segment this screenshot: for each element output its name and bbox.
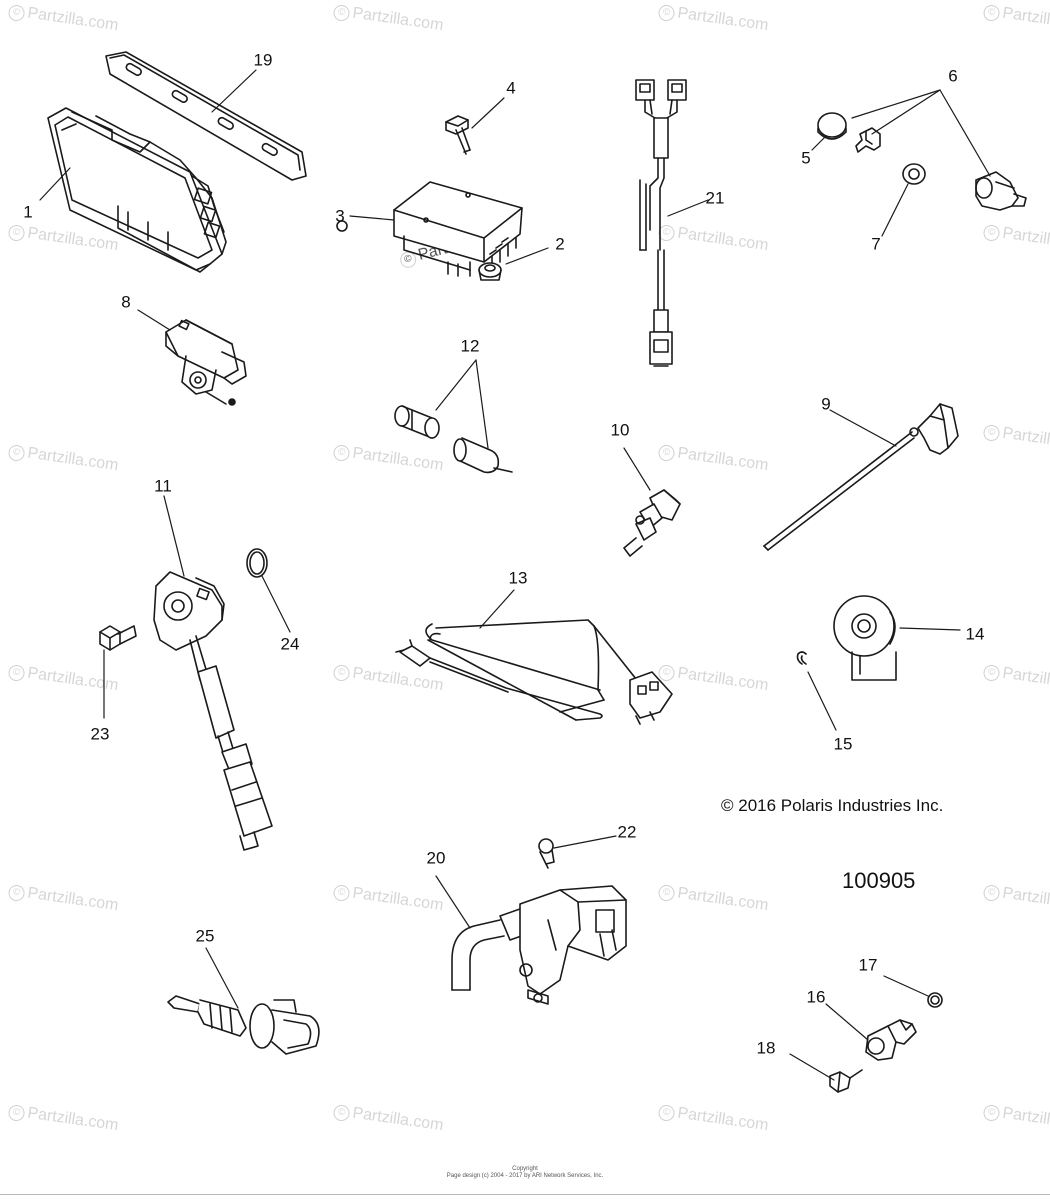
- callout-14: 14: [965, 624, 985, 644]
- probe-sensor-icon: [763, 403, 959, 551]
- leader-lines: [39, 69, 991, 1081]
- bottom-divider: [0, 1194, 1050, 1195]
- callout-7: 7: [871, 234, 881, 254]
- callout-20: 20: [426, 848, 446, 868]
- callout-13: 13: [508, 568, 528, 588]
- map-sensor-icon: [165, 319, 247, 406]
- screw-icon: [445, 115, 471, 155]
- callout-23: 23: [90, 724, 110, 744]
- copyright-notice: © 2016 Polaris Industries Inc.: [721, 796, 944, 815]
- footer-copyright: Copyright: [512, 1166, 538, 1172]
- callout-22: 22: [617, 822, 637, 842]
- ecu-module-icon: [47, 107, 227, 273]
- fuse-holder-icon: [394, 405, 513, 474]
- callout-12: 12: [460, 336, 480, 356]
- callout-25: 25: [195, 926, 215, 946]
- callout-9: 9: [821, 394, 831, 414]
- callout-19: 19: [253, 50, 273, 70]
- key-and-sensor-icon: [817, 112, 1027, 211]
- footer-page-design: Page design (c) 2004 - 2017 by ARI Netwo…: [446, 1173, 604, 1179]
- callout-10: 10: [610, 420, 630, 440]
- washer-icon: [902, 163, 926, 185]
- callout-3: 3: [335, 206, 345, 226]
- callout-2: 2: [555, 234, 565, 254]
- bolt-icon: [99, 625, 137, 651]
- o-ring-icon: [246, 548, 268, 578]
- temperature-sensor-icon: [623, 489, 681, 557]
- connector-sensor-icon: [167, 995, 320, 1055]
- callout-16: 16: [806, 987, 826, 1007]
- diagram-number: 100905: [842, 868, 916, 893]
- harness-adapter-icon: [635, 79, 687, 367]
- relay-box-icon: [336, 181, 523, 277]
- callout-6: 6: [948, 66, 958, 86]
- callout-17: 17: [858, 955, 878, 975]
- callout-1: 1: [23, 202, 33, 222]
- elbow-fitting-icon: [865, 1019, 917, 1061]
- callout-15: 15: [833, 734, 853, 754]
- callout-8: 8: [121, 292, 131, 312]
- callout-11: 11: [154, 476, 172, 496]
- knock-sensor-icon: [833, 595, 897, 681]
- throttle-position-sensor-icon: [153, 571, 273, 851]
- idle-air-valve-icon: [451, 885, 627, 1005]
- o-ring-icon: [927, 992, 943, 1008]
- callout-24: 24: [280, 634, 300, 654]
- wire-harness-icon: [395, 619, 673, 725]
- callout-5: 5: [801, 148, 811, 168]
- callout-4: 4: [506, 78, 516, 98]
- callout-18: 18: [756, 1038, 776, 1058]
- mounting-strap-icon: [105, 51, 307, 181]
- callout-21: 21: [705, 188, 725, 208]
- screw-icon: [538, 838, 555, 869]
- clip-icon: [796, 651, 807, 665]
- bolt-icon: [829, 1069, 863, 1093]
- grommet-icon: [478, 262, 502, 281]
